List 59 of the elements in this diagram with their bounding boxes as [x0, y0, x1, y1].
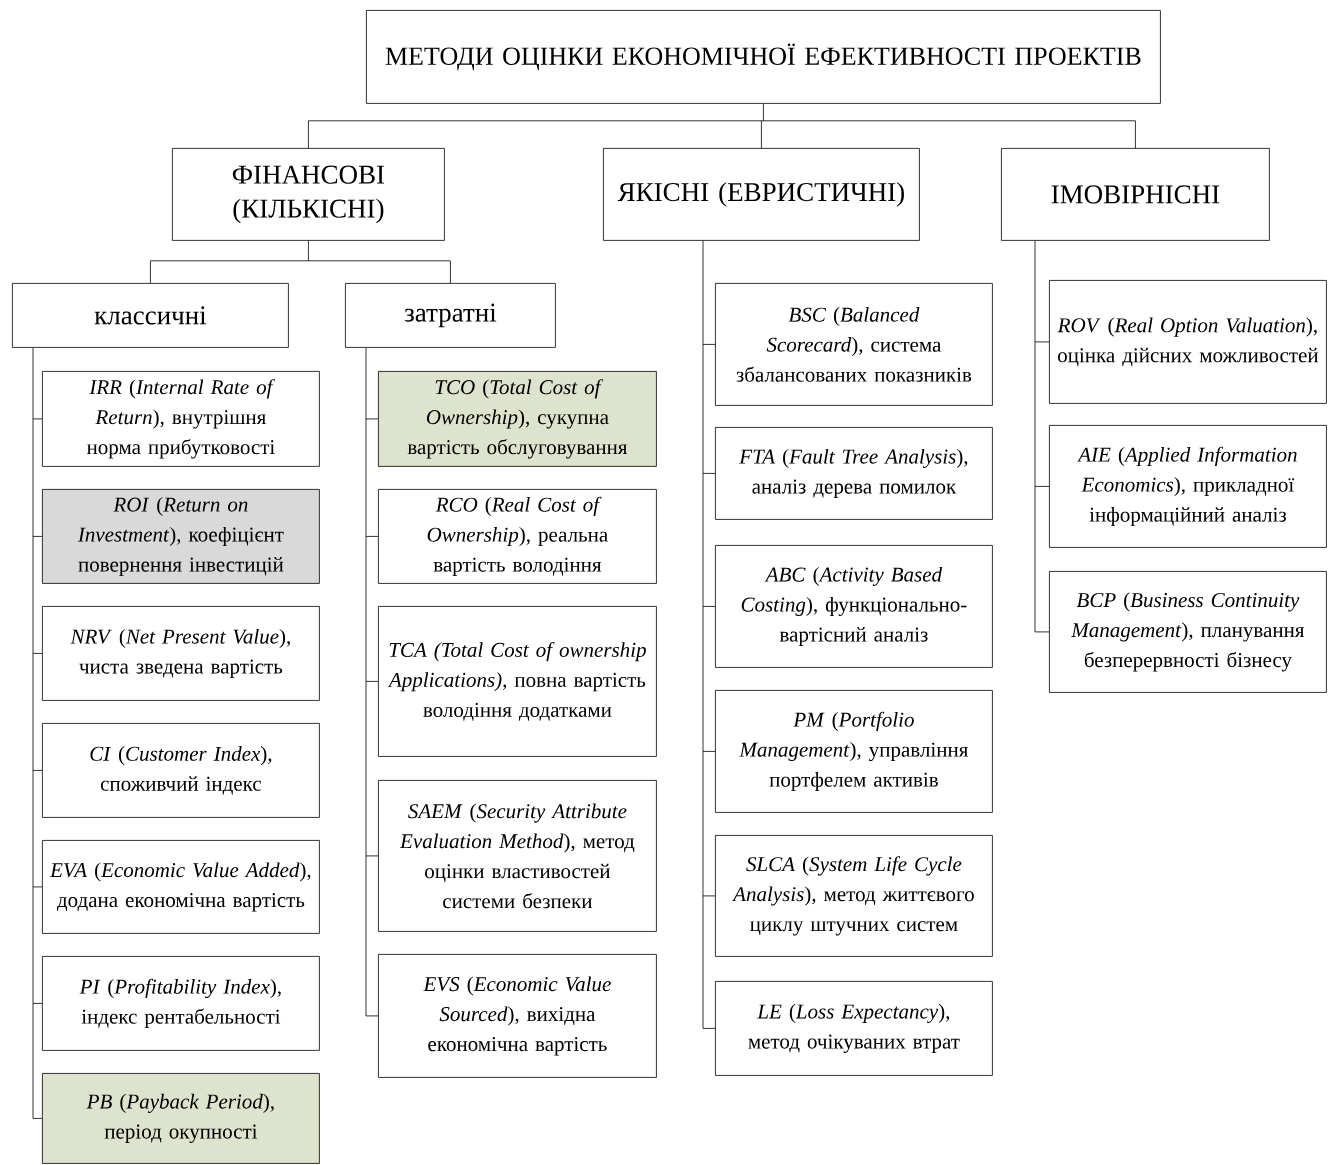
- connector-line: [1135, 120, 1136, 149]
- method-box: TCO (Total Cost of Ownership), сукупна вартість обслуговування: [378, 371, 657, 467]
- method-box: RCO (Real Cost of Ownership), реальна вартість володіння: [378, 489, 657, 584]
- connector-line: [1034, 486, 1050, 487]
- connector-line: [1034, 631, 1050, 633]
- connector-line: [150, 240, 451, 262]
- method-box: BCP (Business Continuity Management), планування безперервності бізнесу: [1049, 571, 1327, 693]
- connector-line: [32, 418, 43, 420]
- connector-line: [702, 473, 716, 474]
- connector-line: [450, 260, 451, 284]
- connector-line: [32, 770, 43, 771]
- connector-line: [1034, 240, 1036, 633]
- connector-line: [365, 418, 379, 420]
- subcategory-box: классичні: [12, 283, 289, 348]
- connector-line: [702, 1028, 716, 1029]
- connector-line: [32, 653, 43, 654]
- connector-line: [365, 347, 367, 1017]
- method-box: EVA (Economic Value Added), додана економічна вартість: [42, 840, 320, 934]
- connector-line: [32, 886, 43, 888]
- method-box: FTA (Fault Tree Analysis), аналіз дерева помилок: [715, 427, 993, 520]
- category-box: ІМОВІРНІСНІ: [1001, 148, 1270, 241]
- title-box: МЕТОДИ ОЦІНКИ ЕКОНОМІЧНОЇ ЕФЕКТИВНОСТІ ПРОЕКТІВ: [366, 10, 1161, 104]
- method-box: CI (Customer Index), споживчий індекс: [42, 723, 320, 818]
- method-box: IRR (Internal Rate of Return), внутрішня норма прибутковості: [42, 371, 320, 467]
- method-box: LE (Loss Expectancy), метод очікуваних втрат: [715, 981, 993, 1076]
- connector-line: [32, 1003, 43, 1004]
- connector-line: [32, 1118, 43, 1119]
- connector-line: [702, 606, 716, 607]
- method-box: PM (Portfolio Management), управління портфелем активів: [715, 690, 993, 813]
- connector-line: [1034, 341, 1050, 343]
- connector-line: [150, 260, 151, 284]
- method-box: EVS (Economic Value Sourced), вихідна економічна вартість: [378, 954, 657, 1078]
- method-box: ABC (Activity Based Costing), функціонально-вартісний аналіз: [715, 545, 993, 668]
- method-box: BSC (Balanced Scorecard), система збалансованих показників: [715, 283, 993, 406]
- subcategory-box: затратні: [345, 283, 556, 348]
- method-box: PB (Payback Period), період окупності: [42, 1073, 320, 1164]
- method-box: SLCA (System Life Cycle Analysis), метод життєвого циклу штучних систем: [715, 835, 993, 957]
- connector-line: [32, 536, 43, 537]
- connector-line: [702, 240, 704, 1029]
- category-box: ФІНАНСОВІ (КІЛЬКІСНІ): [172, 148, 445, 241]
- connector-line: [365, 681, 379, 682]
- connector-line: [365, 536, 379, 537]
- method-box: SAEM (Security Attribute Evaluation Method), метод оцінки властивостей системи безпеки: [378, 780, 657, 932]
- method-box: AIE (Applied Information Economics), прикладної інформаційний аналіз: [1049, 425, 1327, 548]
- method-box: ROI (Return on Investment), коефіцієнт повернення інвестицій: [42, 489, 320, 584]
- method-box: ROV (Real Option Valuation), оцінка дійсних можливостей: [1049, 280, 1327, 404]
- connector-line: [702, 344, 716, 345]
- connector-line: [702, 895, 716, 897]
- connector-line: [702, 751, 716, 752]
- connector-line: [365, 1015, 379, 1017]
- method-box: NRV (Net Present Value), чиста зведена вартість: [42, 606, 320, 701]
- method-box: TCA (Total Cost of ownership Applications), повна вартість володіння додатками: [378, 606, 657, 757]
- connector-line: [365, 855, 379, 857]
- connector-line: [308, 120, 309, 149]
- connector-line: [32, 347, 34, 1119]
- connector-line: [308, 103, 1136, 122]
- connector-line: [761, 120, 762, 149]
- category-box: ЯКІСНІ (ЕВРИСТИЧНІ): [603, 148, 920, 241]
- method-box: PI (Profitability Index), індекс рентабельності: [42, 956, 320, 1051]
